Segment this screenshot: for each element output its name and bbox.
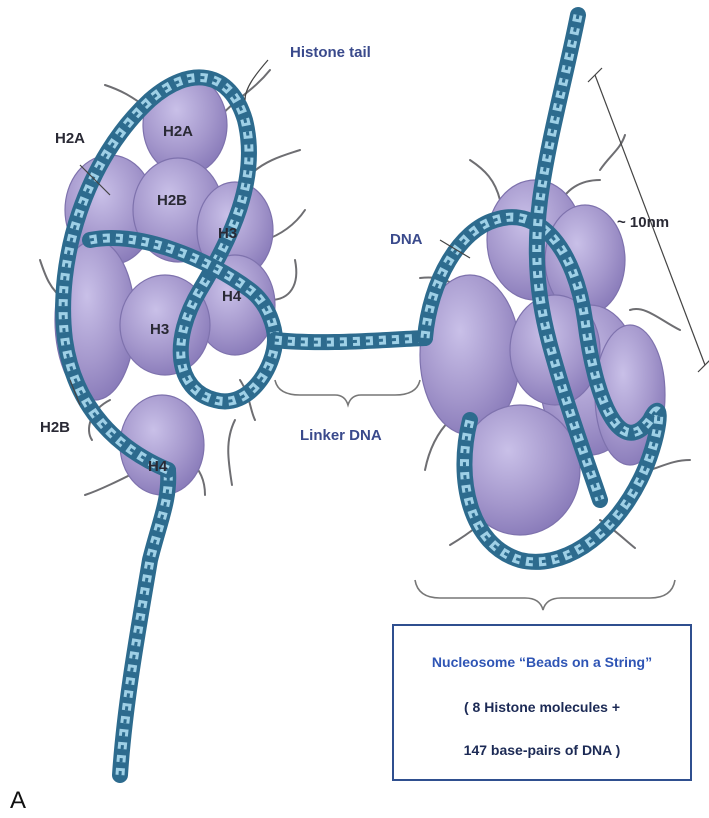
dna-linker xyxy=(275,338,425,342)
caption-title: Nucleosome “Beads on a String” xyxy=(432,654,652,670)
label-h3-lower: H3 xyxy=(150,321,169,338)
caption-line-3: 147 base-pairs of DNA ) xyxy=(464,742,621,758)
label-h4-right: H4 xyxy=(222,288,242,305)
linker-dna-brace xyxy=(275,380,420,405)
dna-backbone xyxy=(275,338,425,342)
nucleosome-brace xyxy=(415,580,675,610)
label-h3-upper: H3 xyxy=(218,225,237,242)
label-histone-tail: Histone tail xyxy=(290,44,371,61)
label-h2b-outer: H2B xyxy=(40,419,70,436)
dna-bottom-strand xyxy=(120,470,168,775)
label-h2a-outer: H2A xyxy=(55,130,85,147)
label-size-10nm: ~ 10nm xyxy=(617,214,669,231)
label-h4-bottom: H4 xyxy=(148,458,168,475)
label-h2a-inner: H2A xyxy=(163,123,193,140)
label-h2b-inner: H2B xyxy=(157,192,187,209)
panel-letter: A xyxy=(10,787,26,814)
label-dna: DNA xyxy=(390,231,423,248)
caption-line-2: ( 8 Histone molecules + xyxy=(464,699,620,715)
label-linker-dna: Linker DNA xyxy=(300,427,382,444)
